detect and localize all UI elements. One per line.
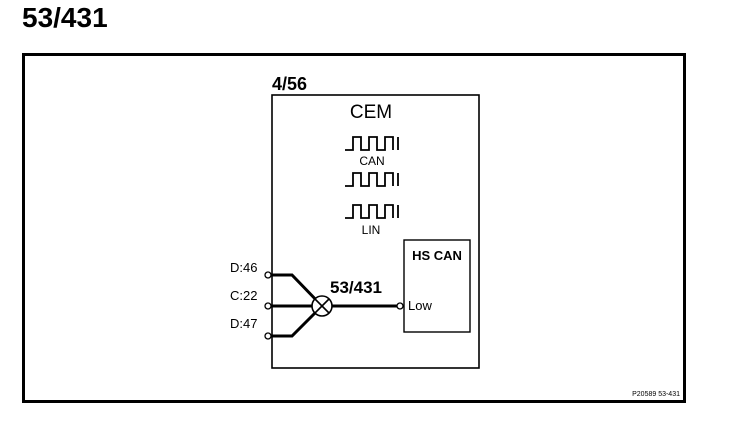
wire-d46: [270, 273, 324, 308]
can-waveform-icon: [345, 136, 399, 151]
module-ref-label: 4/56: [272, 74, 307, 94]
connector-pin-c22: [264, 302, 272, 310]
connector-pin-d47: [264, 332, 272, 340]
connector-label: D:46: [230, 260, 257, 275]
splice-label: 53/431: [330, 278, 382, 297]
module-name-label: CEM: [350, 102, 392, 123]
wire-d47: [270, 304, 324, 338]
lin-waveform-icon: [345, 204, 399, 219]
can-waveform-icon-2: [345, 172, 399, 187]
hs-can-box: [403, 239, 471, 333]
lin-signal-label: LIN: [362, 223, 381, 237]
connector-label: C:22: [230, 288, 257, 303]
cem-module-box: [271, 94, 480, 369]
can-signal-label: CAN: [359, 154, 384, 168]
connector-label: D:47: [230, 316, 257, 331]
hs-can-pin-label: Low: [408, 298, 432, 313]
figure-id: P20589 53-431: [632, 391, 680, 398]
splice-symbol: [311, 295, 333, 317]
connector-pin-d46: [264, 271, 272, 279]
hs-can-title: HS CAN: [412, 248, 462, 263]
page-title: 53/431: [22, 2, 108, 33]
diagram-frame: [22, 53, 686, 403]
low-pin: [396, 302, 404, 310]
